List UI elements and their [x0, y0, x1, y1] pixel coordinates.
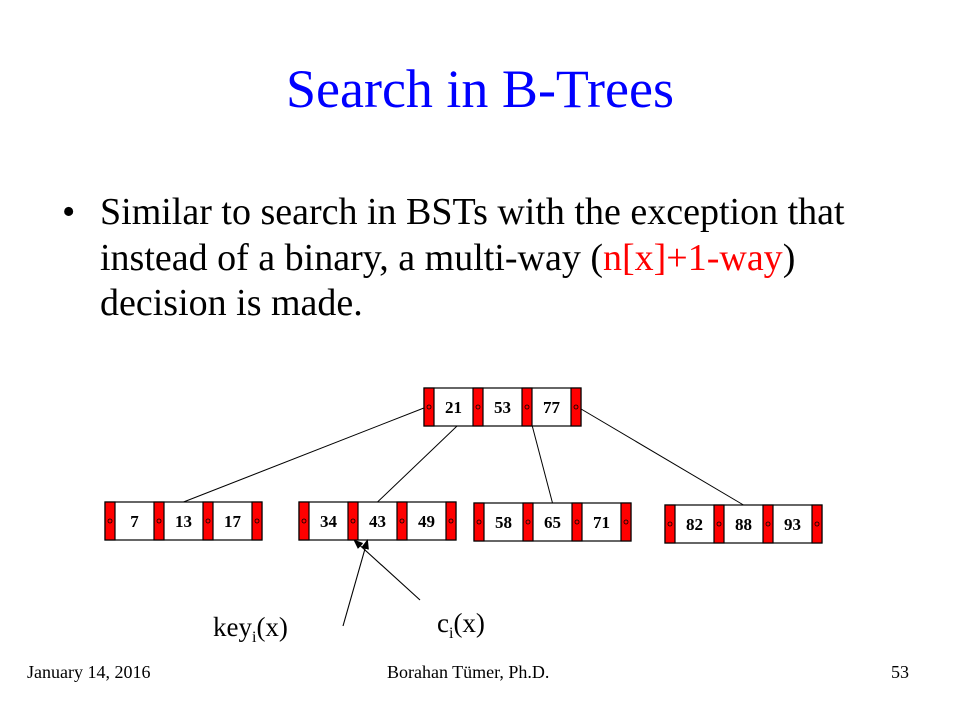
- child-pointer-cell: [811, 504, 823, 544]
- footer-author: Borahan Tümer, Ph.D.: [387, 662, 550, 682]
- pointer-dot: [525, 519, 531, 525]
- node-key: 53: [494, 398, 511, 417]
- bullet-text-before: Similar to search in BSTs with the excep…: [100, 191, 845, 279]
- bullet-marker: •: [62, 191, 76, 233]
- child-pointer-cell: [347, 501, 359, 541]
- child-pointer-cell: [423, 387, 435, 427]
- pointer-dot: [475, 404, 481, 410]
- pointer-dot: [524, 404, 530, 410]
- child-pointer-cell: [521, 387, 533, 427]
- node-key: 65: [544, 513, 561, 532]
- child-pointer-cell: [251, 501, 263, 541]
- node-key: 7: [130, 512, 139, 531]
- pointer-dot: [623, 519, 629, 525]
- node-key: 49: [418, 512, 435, 531]
- footer-page-number: 53: [891, 662, 909, 682]
- node-frame: [423, 387, 582, 427]
- child-pointer-label: ci(x): [437, 608, 485, 642]
- node-key: 21: [445, 398, 462, 417]
- key-pointer-arrow: [342, 539, 369, 627]
- child-pointer-cell: [298, 501, 310, 541]
- child-pointer-cell: [620, 502, 632, 542]
- child-pointer-arrow: [353, 539, 421, 601]
- node-frame: [104, 501, 263, 541]
- bullet-item: • Similar to search in BSTs with the exc…: [62, 190, 902, 327]
- child-pointer-cell: [472, 387, 484, 427]
- node-key: 77: [543, 398, 561, 417]
- pointer-dot: [205, 518, 211, 524]
- pointer-dot: [574, 519, 580, 525]
- node-key: 88: [735, 515, 752, 534]
- pointer-dot: [716, 521, 722, 527]
- node-key: 58: [495, 513, 512, 532]
- pointer-dot: [350, 518, 356, 524]
- child-pointer-cell: [473, 502, 485, 542]
- node-key: 34: [320, 512, 338, 531]
- child-pointer-cell: [762, 504, 774, 544]
- child-pointer-cell: [104, 501, 116, 541]
- bullet-text-after: ) decision is made.: [100, 236, 796, 325]
- tree-edge: [575, 405, 744, 506]
- child-node-1: 7 13 17: [104, 501, 263, 541]
- pointer-dot: [667, 521, 673, 527]
- child-pointer-cell: [570, 387, 582, 427]
- node-key: 13: [175, 512, 192, 531]
- pointer-dot: [476, 519, 482, 525]
- bullet-highlight: n[x]+1-way: [602, 236, 783, 279]
- node-key: 17: [224, 512, 242, 531]
- tree-edge: [183, 405, 430, 503]
- pointer-dot: [573, 404, 579, 410]
- pointer-dot: [399, 518, 405, 524]
- pointer-dot: [814, 521, 820, 527]
- pointer-dot: [107, 518, 113, 524]
- node-key: 43: [369, 512, 386, 531]
- child-node-4: 82 88 93: [664, 504, 823, 544]
- tree-labels: keyi(x) ci(x): [213, 539, 485, 646]
- pointer-dot: [254, 518, 260, 524]
- child-pointer-cell: [445, 501, 457, 541]
- child-pointer-cell: [522, 502, 534, 542]
- key-label: keyi(x): [213, 612, 288, 646]
- node-key: 82: [686, 515, 703, 534]
- slide-title: Search in B-Trees: [286, 59, 674, 119]
- child-pointer-cell: [571, 502, 583, 542]
- bullet-text: Similar to search in BSTs with the excep…: [100, 190, 902, 327]
- node-frame: [473, 502, 632, 542]
- child-node-3: 58 65 71: [473, 502, 632, 542]
- pointer-dot: [448, 518, 454, 524]
- node-key: 93: [784, 515, 801, 534]
- child-pointer-cell: [664, 504, 676, 544]
- child-pointer-cell: [202, 501, 214, 541]
- child-pointer-cell: [396, 501, 408, 541]
- footer-date: January 14, 2016: [27, 662, 151, 682]
- pointer-dot: [301, 518, 307, 524]
- root-node: 21 53 77: [423, 387, 582, 427]
- child-pointer-cell: [713, 504, 725, 544]
- pointer-dot: [765, 521, 771, 527]
- node-key: 71: [593, 513, 610, 532]
- pointer-dot: [426, 404, 432, 410]
- child-pointer-cell: [153, 501, 165, 541]
- pointer-dot: [156, 518, 162, 524]
- child-node-2: 34 43 49: [298, 501, 457, 541]
